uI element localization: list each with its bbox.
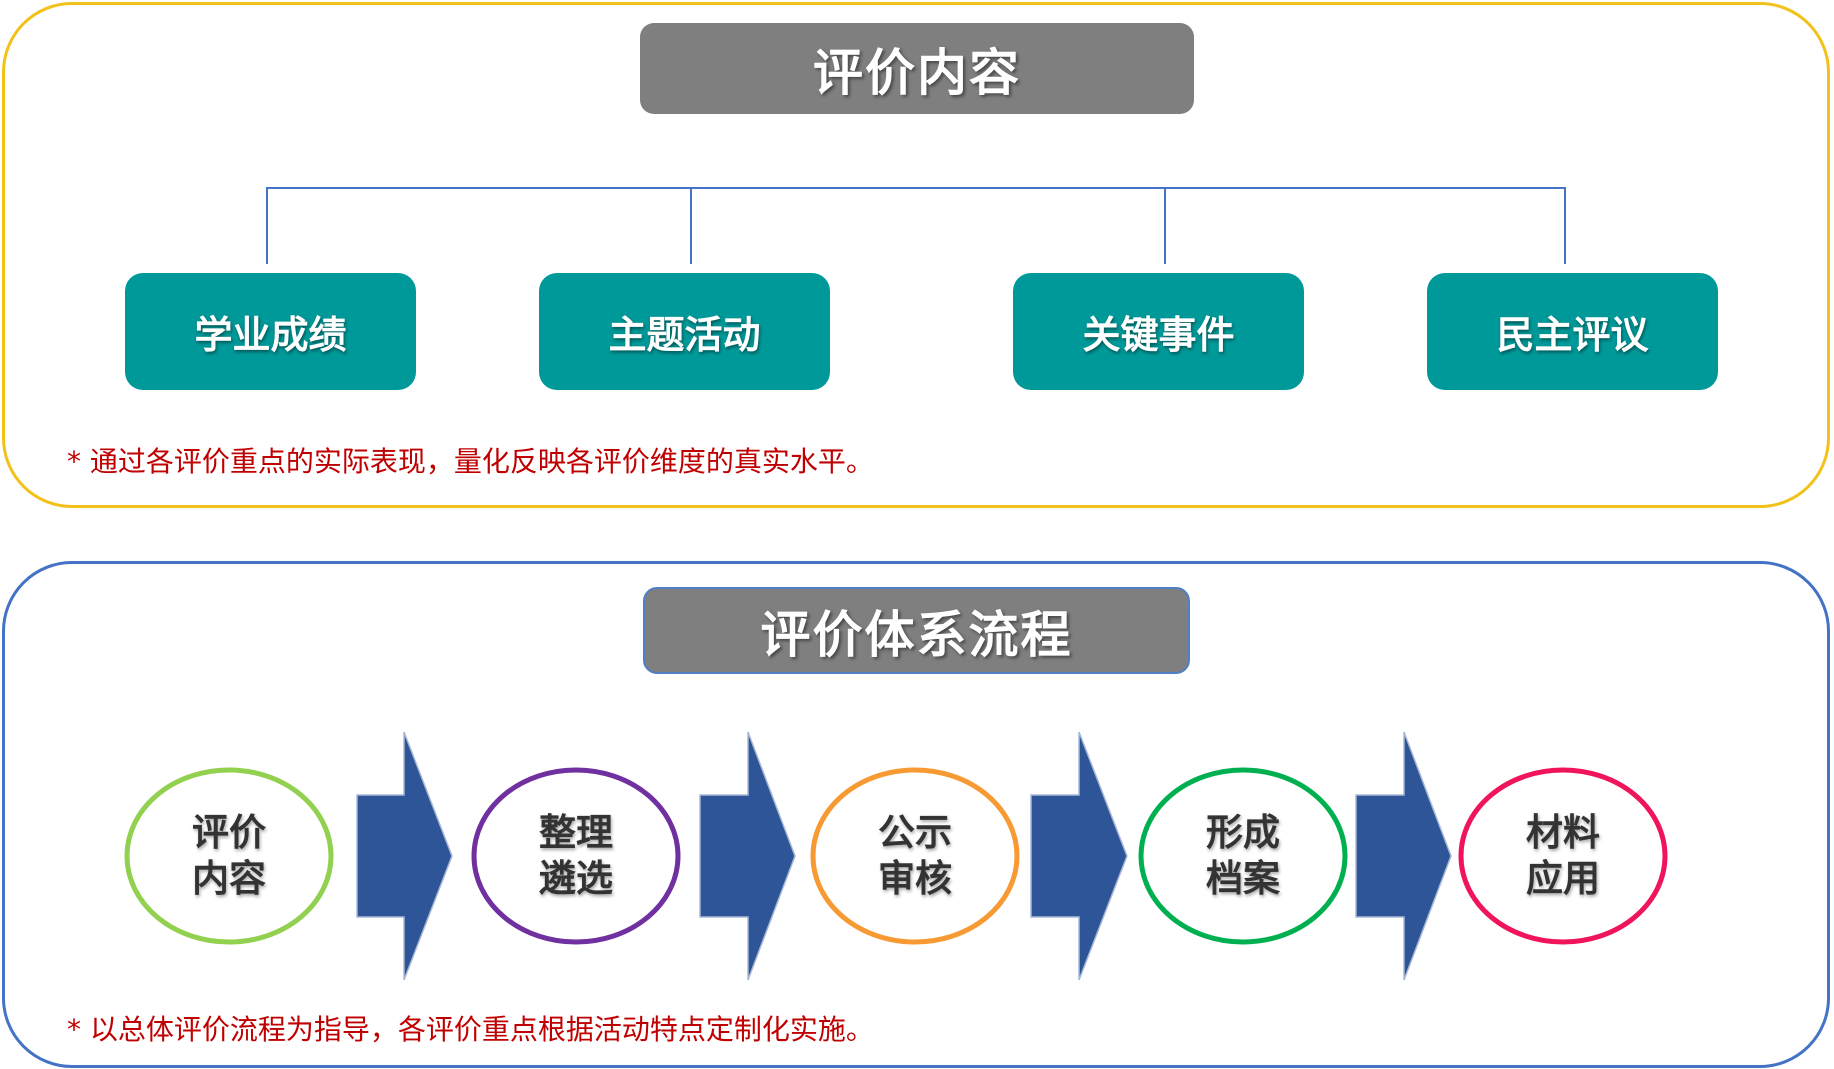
flow-arrow-icon [1030, 731, 1128, 981]
connector-horizontal-line [266, 187, 1566, 189]
step-publicize-review: 公示 审核 [845, 810, 985, 902]
step-label-line2: 档案 [1206, 857, 1280, 900]
step-form-archive: 形成 档案 [1173, 810, 1313, 902]
evaluation-content-note: * 通过各评价重点的实际表现，量化反映各评价维度的真实水平。 [67, 445, 874, 478]
evaluation-process-note: * 以总体评价流程为指导，各评价重点根据活动特点定制化实施。 [67, 1013, 874, 1046]
step-label-line2: 遴选 [539, 857, 613, 900]
connector-line-4 [1564, 187, 1566, 264]
step-label-line2: 应用 [1526, 857, 1600, 900]
connector-line-2 [690, 187, 692, 264]
circle-evaluation-content [124, 767, 334, 945]
step-label-line1: 材料 [1526, 811, 1600, 854]
step-label-line1: 整理 [539, 811, 613, 854]
flow-arrow-icon [1355, 731, 1452, 981]
circle-form-archive [1138, 767, 1348, 945]
step-organize-select: 整理 遴选 [506, 810, 646, 902]
evaluation-content-title: 评价内容 [640, 23, 1194, 114]
step-label-line1: 评价 [192, 811, 266, 854]
step-label-line2: 审核 [878, 857, 952, 900]
flow-arrow-icon [356, 731, 453, 981]
step-material-application: 材料 应用 [1493, 810, 1633, 902]
connector-line-1 [266, 187, 268, 264]
category-academic-performance: 学业成绩 [125, 273, 416, 390]
evaluation-process-title: 评价体系流程 [643, 587, 1190, 674]
category-key-events: 关键事件 [1013, 273, 1304, 390]
circle-material-application [1458, 767, 1668, 945]
step-label-line1: 形成 [1206, 811, 1280, 854]
step-evaluation-content: 评价 内容 [159, 810, 299, 902]
category-democratic-review: 民主评议 [1427, 273, 1718, 390]
step-label-line1: 公示 [878, 811, 952, 854]
connector-line-3 [1164, 187, 1166, 264]
circle-publicize-review [810, 767, 1020, 945]
category-theme-activities: 主题活动 [539, 273, 830, 390]
circle-organize-select [471, 767, 681, 945]
flow-arrow-icon [699, 731, 796, 981]
step-label-line2: 内容 [192, 857, 266, 900]
